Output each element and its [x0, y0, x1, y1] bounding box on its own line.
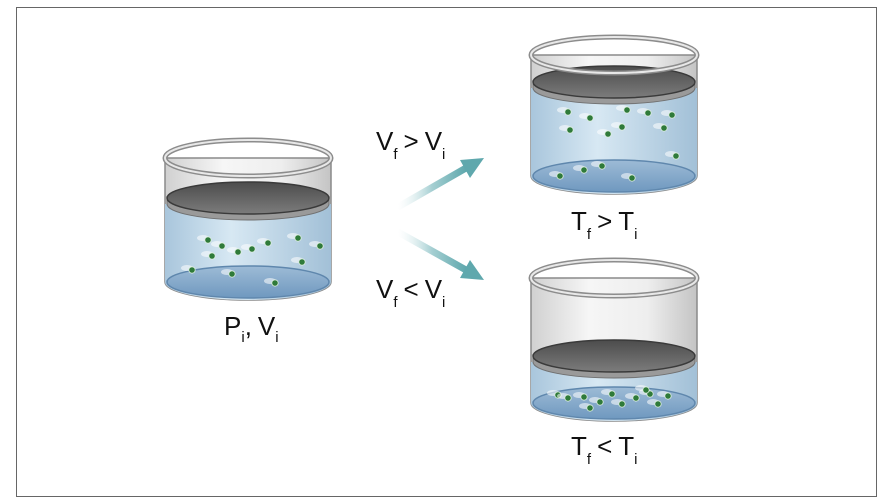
gas-molecule	[660, 124, 668, 132]
lower-temperature-label: Tf<Ti	[571, 431, 637, 468]
gas-molecule	[644, 109, 652, 117]
gas-expansion-diagram: Pi,Vi Vf>Vi Vf<Vi Tf>Ti Tf<Ti	[162, 34, 700, 468]
gas-molecule	[618, 123, 626, 131]
gas-molecule	[580, 166, 588, 174]
higher-temperature-label: Tf>Ti	[571, 206, 637, 243]
cylinder-base	[166, 265, 330, 299]
gas-molecule	[623, 106, 631, 114]
cylinder-rim-highlight	[164, 139, 332, 177]
piston	[166, 181, 330, 215]
gas-molecule	[248, 245, 256, 253]
gas-molecule	[632, 394, 640, 402]
initial-state-label: Pi,Vi	[224, 311, 279, 346]
gas-molecule	[672, 152, 680, 160]
gas-molecule	[556, 172, 564, 180]
expanded-cylinder	[528, 34, 700, 195]
gas-molecule	[664, 392, 672, 400]
gas-molecule	[228, 270, 236, 278]
compression-label: Vf<Vi	[376, 274, 445, 311]
gas-molecule	[188, 266, 196, 274]
expansion-label: Vf>Vi	[376, 126, 445, 163]
cylinder-rim-highlight	[530, 259, 698, 297]
cylinder-rim-highlight	[530, 36, 698, 74]
gas-molecule	[271, 279, 279, 287]
gas-molecule	[566, 126, 574, 134]
gas-molecule	[586, 404, 594, 412]
gas-molecule	[564, 108, 572, 116]
diagram-frame	[16, 7, 877, 497]
gas-molecule	[580, 393, 588, 401]
piston	[532, 65, 696, 99]
gas-molecule	[654, 400, 662, 408]
gas-molecule	[298, 258, 306, 266]
gas-molecule	[564, 394, 572, 402]
compression-arrow	[394, 228, 484, 280]
gas-molecule	[608, 390, 616, 398]
gas-molecule	[598, 162, 606, 170]
gas-molecule	[264, 239, 272, 247]
gas-molecule	[294, 234, 302, 242]
gas-molecule	[218, 242, 226, 250]
gas-molecule	[204, 236, 212, 244]
gas-molecule	[596, 398, 604, 406]
initial-cylinder	[162, 137, 334, 301]
piston	[532, 339, 696, 373]
gas-molecule	[604, 130, 612, 138]
gas-molecule	[316, 242, 324, 250]
expansion-arrow	[394, 158, 484, 211]
gas-molecule	[668, 111, 676, 119]
gas-molecule	[234, 248, 242, 256]
gas-molecule	[628, 174, 636, 182]
gas-molecule	[642, 386, 650, 394]
gas-molecule	[586, 114, 594, 122]
gas-molecule	[618, 400, 626, 408]
gas-molecule	[208, 252, 216, 260]
compressed-cylinder	[528, 257, 700, 422]
